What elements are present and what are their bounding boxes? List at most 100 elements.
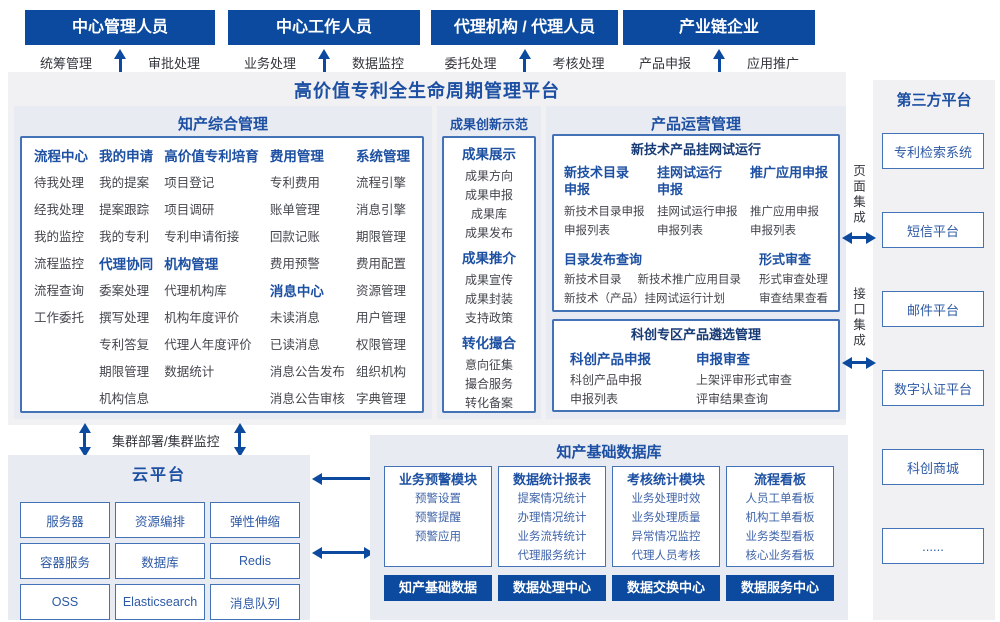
db-footer: 数据服务中心 (726, 575, 834, 601)
menu-item: 申报列表 (564, 225, 610, 237)
menu-column: 科创产品申报 科创产品申报申报列表 (570, 348, 651, 409)
menu-item: 工作委托 (34, 311, 85, 325)
menu-item: 组织机构 (355, 365, 406, 379)
menu-item: 申报列表 (656, 225, 703, 237)
third-party-panel: 第三方平台 专利检索系统短信平台邮件平台数字认证平台科创商城...... (873, 80, 995, 620)
api-integration-label: 接口集成 (851, 287, 865, 349)
menu-column: 推广应用申报 推广应用申报申报列表 (750, 164, 828, 241)
menu-item: 业务流转统计 (517, 531, 587, 543)
cluster-label: 集群部署/集群监控 (112, 434, 220, 449)
menu-column: 申报审查 上架评审形式审查评审结果查询 (696, 348, 792, 409)
cloud-service-box: OSS (20, 584, 110, 620)
menu-item: 回款记账 (269, 230, 320, 244)
section-title: 产品运营管理 (650, 116, 741, 133)
group-header: 新技术目录申报 (564, 165, 630, 197)
db-column: 流程看板 人员工单看板机构工单看板业务类型看板核心业务看板 数据服务中心 (726, 466, 834, 601)
menu-item: 经我处理 (34, 203, 85, 217)
menu-item: 已读消息 (269, 338, 320, 352)
group-header: 考核统计模块 (626, 472, 705, 487)
menu-item: 机构年度评价 (164, 311, 240, 325)
db-footer: 数据处理中心 (498, 575, 606, 601)
menu-item: 代理人年度评价 (164, 338, 252, 352)
menu-item: 撰写处理 (99, 311, 150, 325)
trial-run-box: 新技术产品挂网试运行 新技术目录申报 新技术目录申报申报列表 挂网试运行申报 挂… (552, 134, 840, 312)
role-label: 业务处理 (243, 56, 296, 71)
subsection-title: 新技术产品挂网试运行 (630, 142, 761, 157)
group-header: 系统管理 (355, 149, 410, 164)
menu-item: 专利申请衔接 (164, 230, 240, 244)
menu-item: 成果封装 (464, 292, 513, 306)
menu-item: 代理人员考核 (631, 550, 701, 562)
role-label: 数据监控 (352, 56, 405, 71)
vertical-double-arrow-icon (322, 58, 326, 73)
menu-item: 流程查询 (34, 284, 85, 298)
menu-item: 业务处理时效 (631, 493, 701, 505)
horizontal-double-arrow-icon (851, 361, 867, 364)
menu-item: 数据统计 (164, 365, 215, 379)
vertical-double-arrow-icon (238, 432, 241, 448)
menu-item: 意向征集 (464, 358, 513, 372)
menu-item: 专利答复 (99, 338, 150, 352)
section-title: 云平台 (131, 467, 186, 484)
platform-title: 高价值专利全生命周期管理平台 (294, 81, 560, 101)
db-module-box: 流程看板 人员工单看板机构工单看板业务类型看板核心业务看板 (726, 466, 834, 567)
menu-item: 消息引擎 (355, 203, 406, 217)
menu-column: 费用管理 专利费用账单管理回款记账费用预警 消息中心 未读消息已读消息消息公告发… (270, 143, 345, 413)
group-header: 成果展示 (462, 147, 516, 162)
menu-item: 我的监控 (34, 230, 85, 244)
section-product-operations: 产品运营管理 新技术产品挂网试运行 新技术目录申报 新技术目录申报申报列表 挂网… (546, 106, 846, 419)
menu-item: 形式审查处理 (759, 274, 828, 286)
db-column: 数据统计报表 提案情况统计办理情况统计业务流转统计代理服务统计 数据处理中心 (498, 466, 606, 601)
group-header: 挂网试运行申报 (656, 165, 722, 197)
menu-item: 业务处理质量 (631, 512, 701, 524)
menu-item: 消息公告发布 (269, 365, 345, 379)
group-header: 费用管理 (269, 149, 324, 164)
db-module-box: 考核统计模块 业务处理时效业务处理质量异常情况监控代理人员考核 (612, 466, 720, 567)
actor-industry-chain: 产业链企业 产品申报 应用推广 (623, 10, 815, 73)
vertical-double-arrow-icon (523, 58, 526, 73)
menu-item: 代理服务统计 (517, 550, 587, 562)
menu-item: 人员工单看板 (745, 493, 815, 505)
menu-item: 预警应用 (415, 531, 461, 543)
group-header: 形式审查 (759, 252, 812, 267)
menu-item: 成果发布 (464, 226, 513, 240)
menu-item: 办理情况统计 (517, 512, 587, 524)
menu-item: 未读消息 (269, 311, 320, 325)
menu-item: 审查结果查看 (759, 293, 828, 305)
subsection-title: 科创专区产品遴选管理 (630, 327, 761, 342)
db-column: 考核统计模块 业务处理时效业务处理质量异常情况监控代理人员考核 数据交换中心 (612, 466, 720, 601)
menu-item: 挂网试运行申报 (656, 206, 738, 218)
menu-item: 权限管理 (355, 338, 406, 352)
menu-item: 成果宣传 (464, 273, 513, 287)
selection-box: 科创专区产品遴选管理 科创产品申报 科创产品申报申报列表 申报审查 上架评审形式… (552, 319, 840, 412)
actor-center-staff: 中心工作人员 业务处理 数据监控 (228, 10, 420, 73)
menu-item: 业务类型看板 (745, 531, 815, 543)
role-label: 统筹管理 (39, 56, 92, 71)
third-party-system: 邮件平台 (882, 291, 984, 327)
menu-item: 期限管理 (99, 365, 150, 379)
group-header: 目录发布查询 (564, 252, 643, 267)
menu-column: 新技术目录申报 新技术目录申报申报列表 (564, 164, 645, 241)
db-module-box: 数据统计报表 提案情况统计办理情况统计业务流转统计代理服务统计 (498, 466, 606, 567)
section-title: 知产基础数据库 (556, 444, 662, 461)
group-header: 流程看板 (753, 472, 806, 487)
menu-item: 账单管理 (269, 203, 320, 217)
formal-review-group: 形式审查 形式审查处理审查结果查看 (759, 249, 828, 309)
actor-center-managers: 中心管理人员 统筹管理 审批处理 (25, 10, 215, 73)
group-header: 科创产品申报 (570, 352, 651, 367)
db-footer: 数据交换中心 (612, 575, 720, 601)
actor-agencies: 代理机构 / 代理人员 委托处理 考核处理 (431, 10, 618, 73)
menu-item: 机构工单看板 (745, 512, 815, 524)
menu-item: 专利费用 (269, 176, 320, 190)
group-header: 数据统计报表 (512, 472, 591, 487)
menu-item: 提案跟踪 (99, 203, 150, 217)
menu-item: 项目调研 (164, 203, 215, 217)
third-party-system: 专利检索系统 (882, 133, 984, 169)
role-label: 委托处理 (444, 56, 497, 71)
vertical-double-arrow-icon (83, 432, 86, 448)
menu-item: 流程引擎 (355, 176, 406, 190)
menu-item: 推广应用申报 (749, 206, 819, 218)
menu-item: 代理机构库 (164, 284, 227, 298)
group-header: 推广应用申报 (749, 165, 828, 180)
cloud-service-box: 数据库 (115, 543, 205, 579)
